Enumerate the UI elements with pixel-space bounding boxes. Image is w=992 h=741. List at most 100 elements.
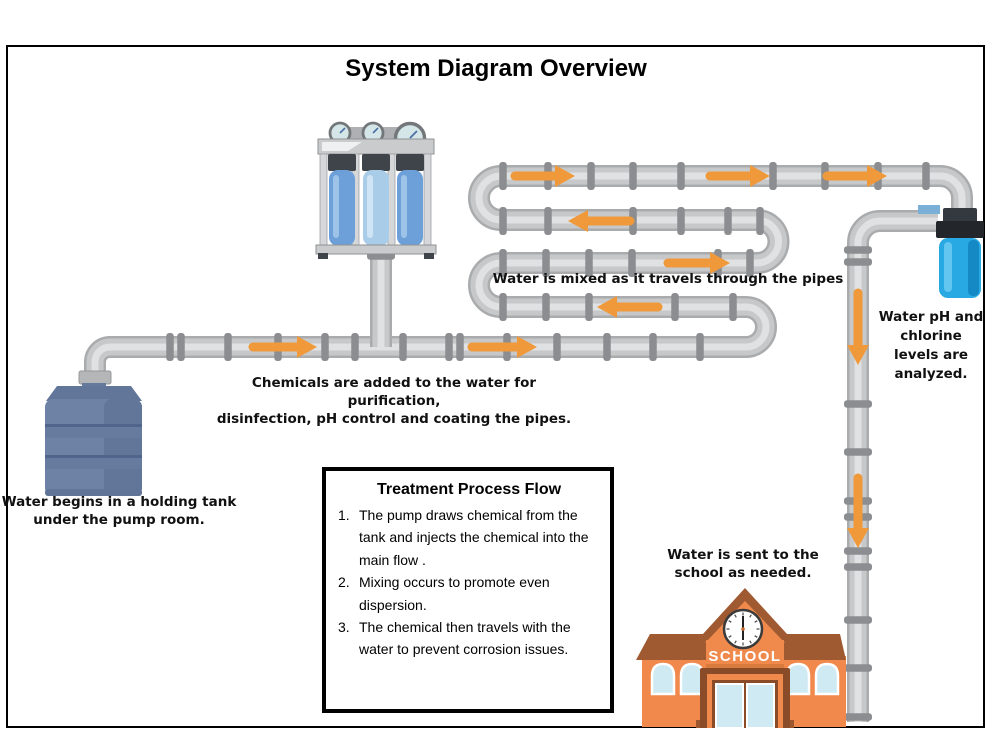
pipe-coupling — [844, 664, 872, 672]
arrow-head — [568, 210, 588, 232]
filter-frame-post — [423, 153, 432, 248]
clock-tick — [734, 640, 737, 644]
pipe-coupling — [844, 246, 872, 254]
orange-flow-arrow-icon — [510, 165, 575, 187]
pipe-coupling — [769, 162, 777, 190]
treatment-item-number: 2. — [338, 574, 350, 591]
pipe-couplings — [166, 162, 930, 721]
arrow-head — [847, 528, 869, 548]
pipe-coupling — [677, 162, 685, 190]
tank-rib-line — [45, 424, 142, 427]
pipe-segment — [854, 217, 938, 722]
pipe-coupling — [224, 333, 232, 361]
clock-center — [741, 627, 745, 631]
school-window — [650, 662, 676, 696]
pipe-coupling — [399, 333, 407, 361]
orange-flow-arrow-icon — [822, 165, 887, 187]
label-holding-tank: Water begins in a holding tank under the… — [1, 494, 237, 528]
pipe-coupling — [445, 333, 453, 361]
filter-foot — [318, 253, 328, 259]
school-building-icon: SCHOOL — [636, 588, 846, 729]
orange-flow-arrow-icon — [467, 336, 537, 358]
clock-tick — [749, 640, 752, 644]
flow-arrows — [248, 165, 887, 548]
pipe-coupling — [166, 333, 174, 361]
pipe-coupling — [351, 333, 359, 361]
arrow-head — [597, 296, 617, 318]
pipe-coupling — [724, 207, 732, 235]
filter-top-shine — [322, 142, 362, 151]
filter-cartridge — [329, 170, 355, 246]
gauge-needle — [339, 127, 346, 134]
cartridge-highlight — [401, 175, 407, 238]
pipe-coupling — [587, 162, 595, 190]
clock-tick — [734, 614, 737, 618]
page-title: System Diagram Overview — [345, 55, 647, 82]
clock-ticks — [726, 612, 760, 646]
tank-rib — [45, 458, 142, 469]
triple-filter-unit-icon — [315, 121, 437, 259]
pipe-coupling — [585, 293, 593, 321]
orange-flow-arrow-icon — [597, 296, 663, 318]
pipe-coupling — [553, 333, 561, 361]
treatment-item-text: The pump draws chemical from the tank an… — [359, 507, 589, 568]
tank-pipe-flange — [78, 370, 112, 385]
filter-cartridge — [363, 170, 389, 246]
arrow-head — [297, 336, 317, 358]
analyzer-cap-band — [936, 221, 984, 238]
pipe-coupling — [649, 333, 657, 361]
arrow-head — [867, 165, 887, 187]
pipe-segment — [847, 210, 938, 722]
orange-flow-arrow-icon — [568, 210, 635, 232]
pipe-coupling — [456, 333, 464, 361]
pipe-coupling — [729, 293, 737, 321]
treatment-item: 1. The pump draws chemical from the tank… — [338, 504, 600, 571]
pipe-coupling — [628, 249, 636, 277]
arrow-head — [847, 345, 869, 365]
pipe-coupling — [844, 547, 872, 555]
arrow-head — [710, 252, 730, 274]
pipe-coupling — [321, 333, 329, 361]
cartridge-cap — [362, 154, 390, 171]
clock-tick — [728, 620, 732, 623]
pipe-coupling — [499, 249, 507, 277]
pipe-coupling — [696, 333, 704, 361]
treatment-process-box: Treatment Process Flow 1. The pump draws… — [322, 467, 614, 713]
pipe-coupling — [746, 249, 754, 277]
orange-flow-arrow-icon — [847, 288, 869, 365]
tank-shoulder — [46, 386, 142, 401]
label-mixing: Water is mixed as it travels through the… — [492, 271, 844, 287]
pipe-segment — [849, 212, 938, 722]
label-analyzer: Water pH and chlorine levels are analyze… — [878, 309, 984, 383]
orange-flow-arrow-icon — [705, 165, 770, 187]
filter-frame-post — [319, 153, 328, 248]
pipe-coupling — [603, 333, 611, 361]
cartridge-cap — [328, 154, 356, 171]
treatment-item-number: 3. — [338, 618, 350, 635]
filter-foot — [424, 253, 434, 259]
pipe-coupling — [542, 293, 550, 321]
clock-tick — [754, 635, 758, 638]
pipe-coupling — [844, 400, 872, 408]
analyzer-highlight — [944, 242, 952, 292]
pipe-network — [84, 165, 973, 722]
tank-base-shade — [45, 489, 142, 496]
gauge-needle — [372, 127, 379, 134]
treatment-item-text: The chemical then travels with the water… — [359, 618, 571, 658]
treatment-item-text: Mixing occurs to promote even dispersion… — [359, 574, 550, 613]
filter-bottom-bar — [315, 244, 437, 255]
pipe-coupling — [844, 448, 872, 456]
tank-shade — [104, 399, 142, 496]
clock-tick — [749, 614, 752, 618]
treatment-item-number: 1. — [338, 507, 350, 523]
pipe-coupling — [177, 333, 185, 361]
orange-flow-arrow-icon — [248, 336, 317, 358]
pipe-coupling — [844, 258, 872, 266]
pipe-coupling — [922, 162, 930, 190]
pipe-segment — [91, 172, 966, 386]
gauge-needle — [409, 130, 418, 139]
orange-flow-arrow-icon — [663, 252, 730, 274]
pipe-coupling — [844, 563, 872, 571]
label-chemicals: Chemicals are added to the water for pur… — [216, 375, 572, 427]
